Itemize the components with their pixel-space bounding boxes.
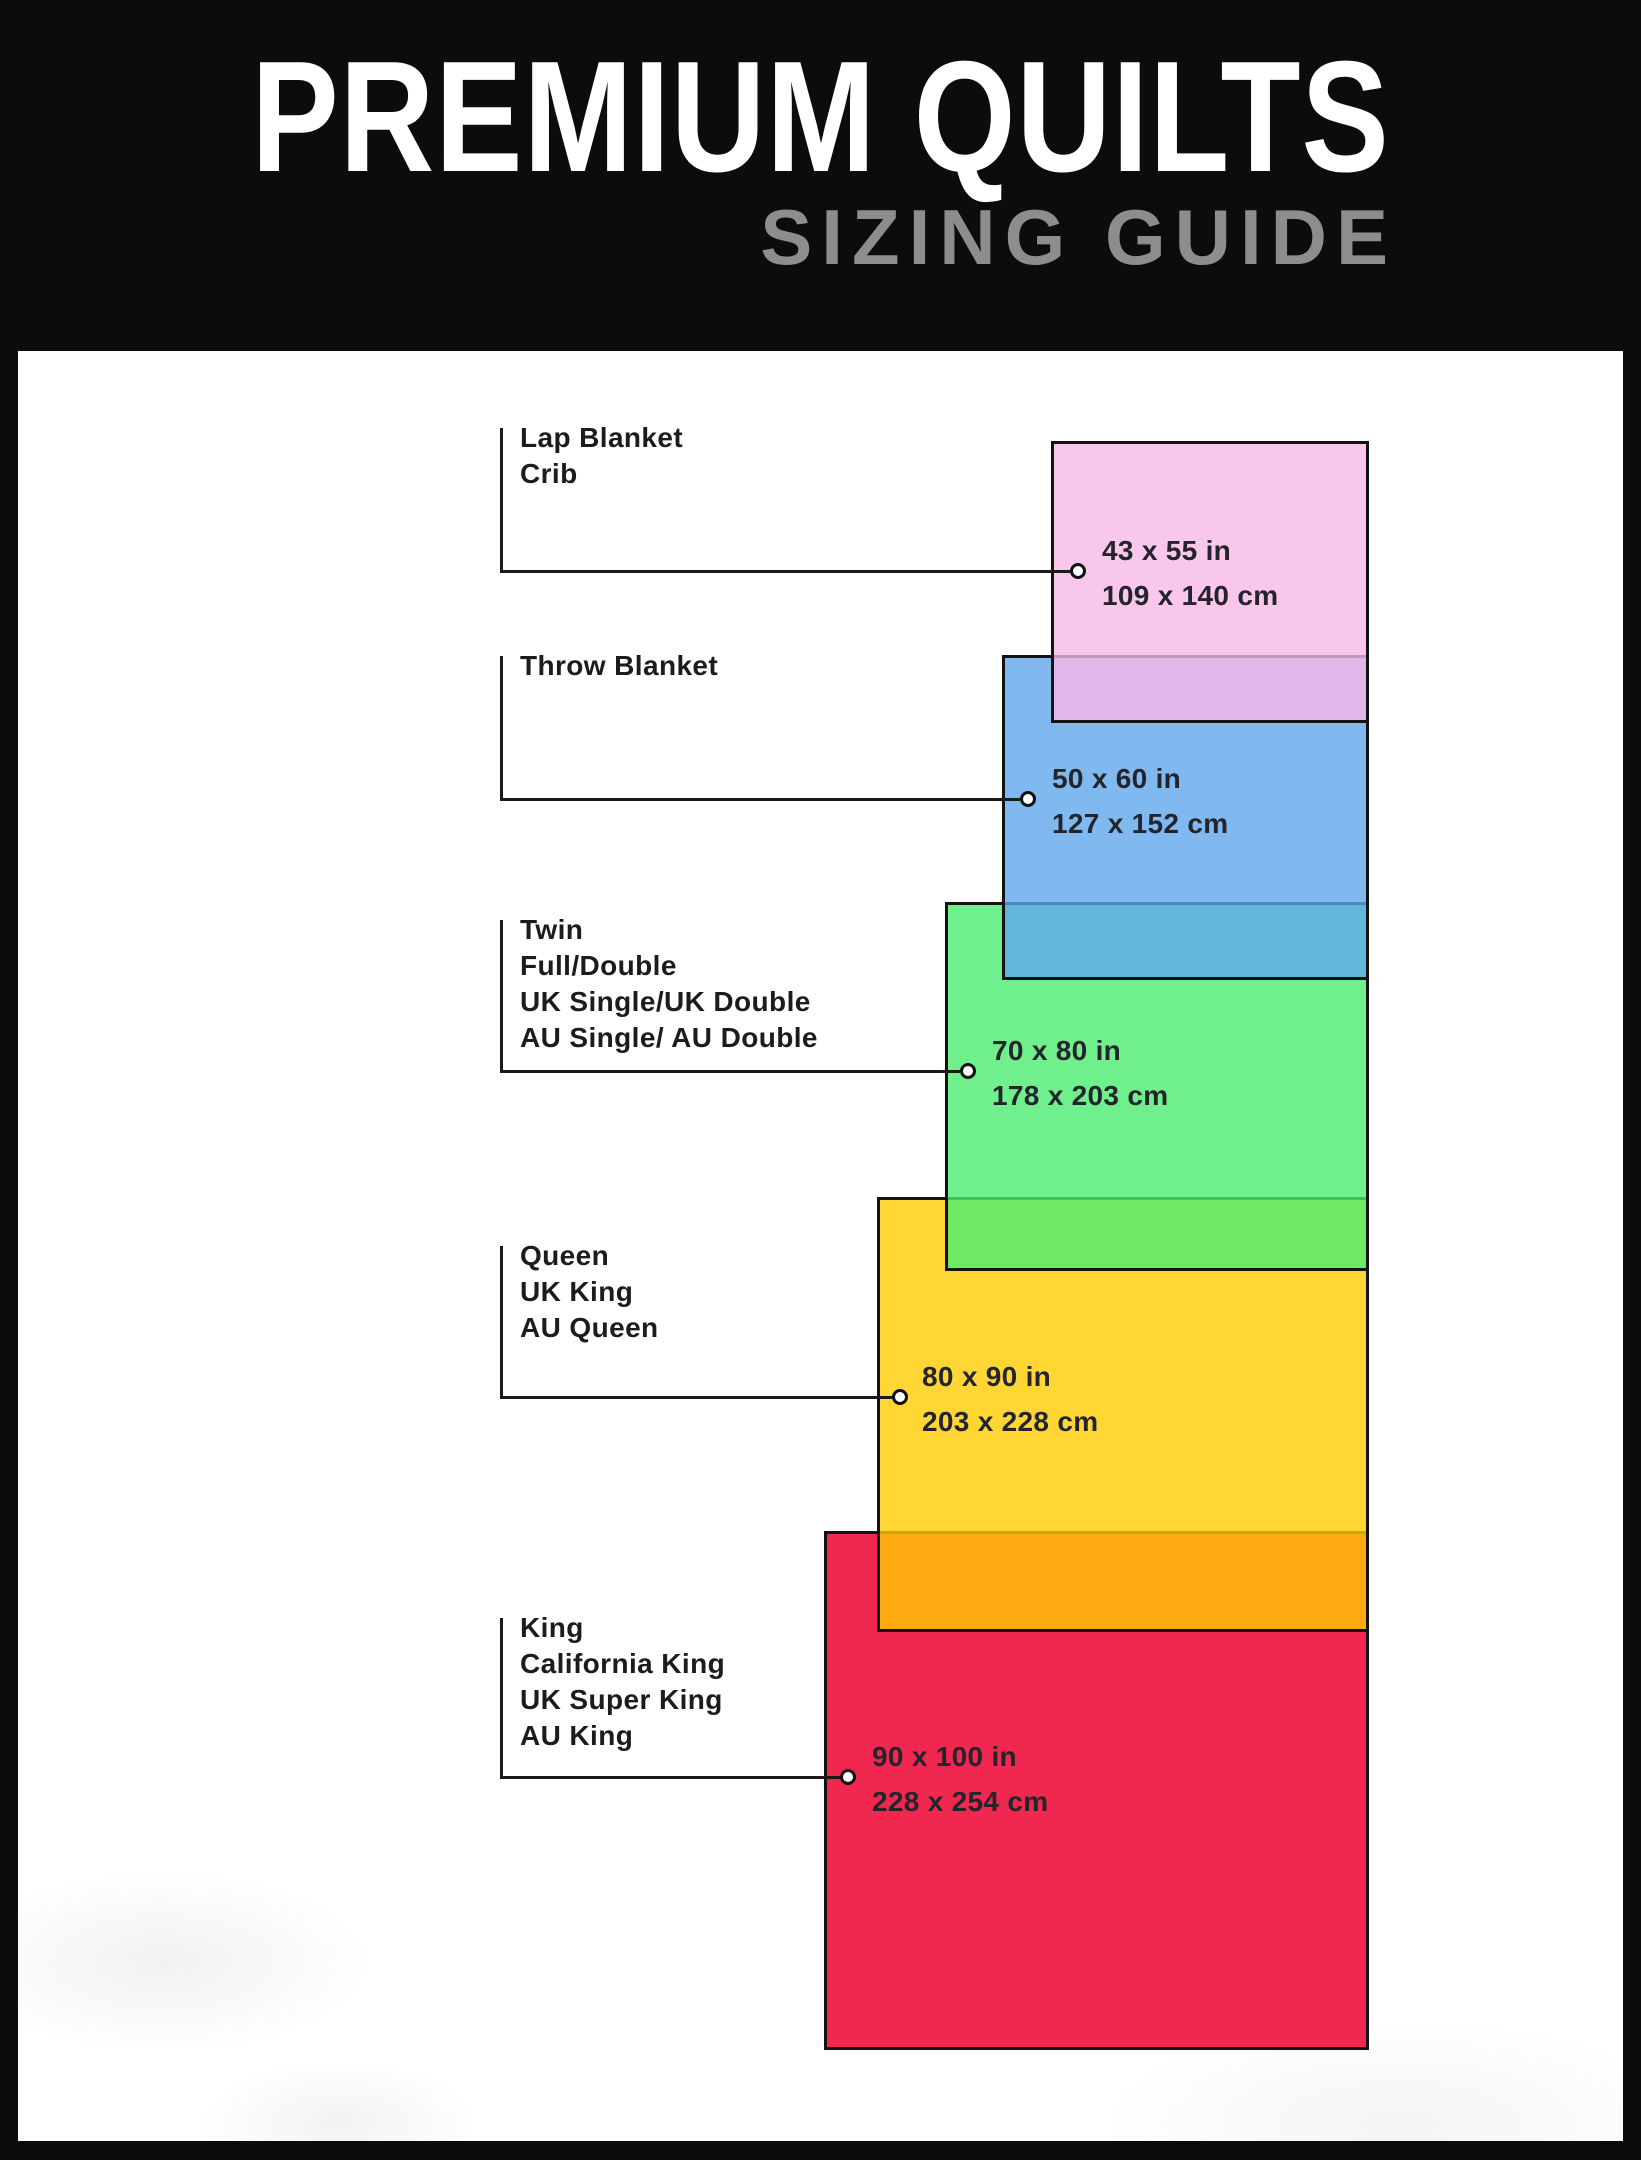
size-centimeters: 127 x 152 cm (1052, 808, 1229, 839)
size-inches: 70 x 80 in (992, 1035, 1122, 1066)
connector-dot (960, 1063, 976, 1079)
size-dimensions: 50 x 60 in 127 x 152 cm (1052, 756, 1228, 846)
page-title: PREMIUM QUILTS (251, 29, 1390, 205)
size-label-line: UK King (520, 1276, 634, 1307)
connector-hline (500, 798, 1020, 801)
connector-dot (892, 1389, 908, 1405)
connector-hline (500, 1776, 840, 1779)
size-inches: 50 x 60 in (1052, 763, 1182, 794)
size-label-line: Queen (520, 1240, 610, 1271)
size-label-line: Lap Blanket (520, 422, 684, 453)
size-label-line: UK Single/UK Double (520, 986, 811, 1017)
connector-vline (500, 656, 503, 801)
connector-hline (500, 1396, 892, 1399)
size-inches: 80 x 90 in (922, 1361, 1052, 1392)
size-dimensions: 80 x 90 in 203 x 228 cm (922, 1354, 1098, 1444)
size-label-line: California King (520, 1648, 726, 1679)
connector-vline (500, 428, 503, 573)
quilt-rect-lap-blanket-crib (1051, 441, 1369, 723)
size-label-lap-blanket-crib: Lap Blanket Crib (520, 420, 683, 492)
size-label-line: Twin (520, 914, 584, 945)
size-label-queen: Queen UK King AU Queen (520, 1238, 659, 1346)
size-label-king: King California King UK Super King AU Ki… (520, 1610, 725, 1754)
size-centimeters: 178 x 203 cm (992, 1080, 1169, 1111)
size-label-twin-full-double: Twin Full/Double UK Single/UK Double AU … (520, 912, 818, 1056)
connector-hline (500, 570, 1070, 573)
size-label-line: Throw Blanket (520, 650, 719, 681)
connector-dot (1020, 791, 1036, 807)
size-inches: 43 x 55 in (1102, 535, 1232, 566)
page-subtitle: SIZING GUIDE (760, 193, 1397, 281)
size-dimensions: 90 x 100 in 228 x 254 cm (872, 1734, 1048, 1824)
size-label-line: Crib (520, 458, 578, 489)
size-label-line: UK Super King (520, 1684, 723, 1715)
size-label-throw-blanket: Throw Blanket (520, 648, 718, 684)
connector-vline (500, 920, 503, 1073)
size-centimeters: 203 x 228 cm (922, 1406, 1099, 1437)
size-dimensions: 43 x 55 in 109 x 140 cm (1102, 528, 1278, 618)
connector-dot (840, 1769, 856, 1785)
size-dimensions: 70 x 80 in 178 x 203 cm (992, 1028, 1168, 1118)
connector-vline (500, 1246, 503, 1399)
connector-vline (500, 1618, 503, 1779)
size-label-line: Full/Double (520, 950, 677, 981)
size-inches: 90 x 100 in (872, 1741, 1017, 1772)
connector-dot (1070, 563, 1086, 579)
size-label-line: AU Queen (520, 1312, 659, 1343)
size-label-line: AU King (520, 1720, 634, 1751)
size-label-line: AU Single/ AU Double (520, 1022, 818, 1053)
size-label-line: King (520, 1612, 584, 1643)
size-centimeters: 228 x 254 cm (872, 1786, 1049, 1817)
size-centimeters: 109 x 140 cm (1102, 580, 1279, 611)
connector-hline (500, 1070, 960, 1073)
